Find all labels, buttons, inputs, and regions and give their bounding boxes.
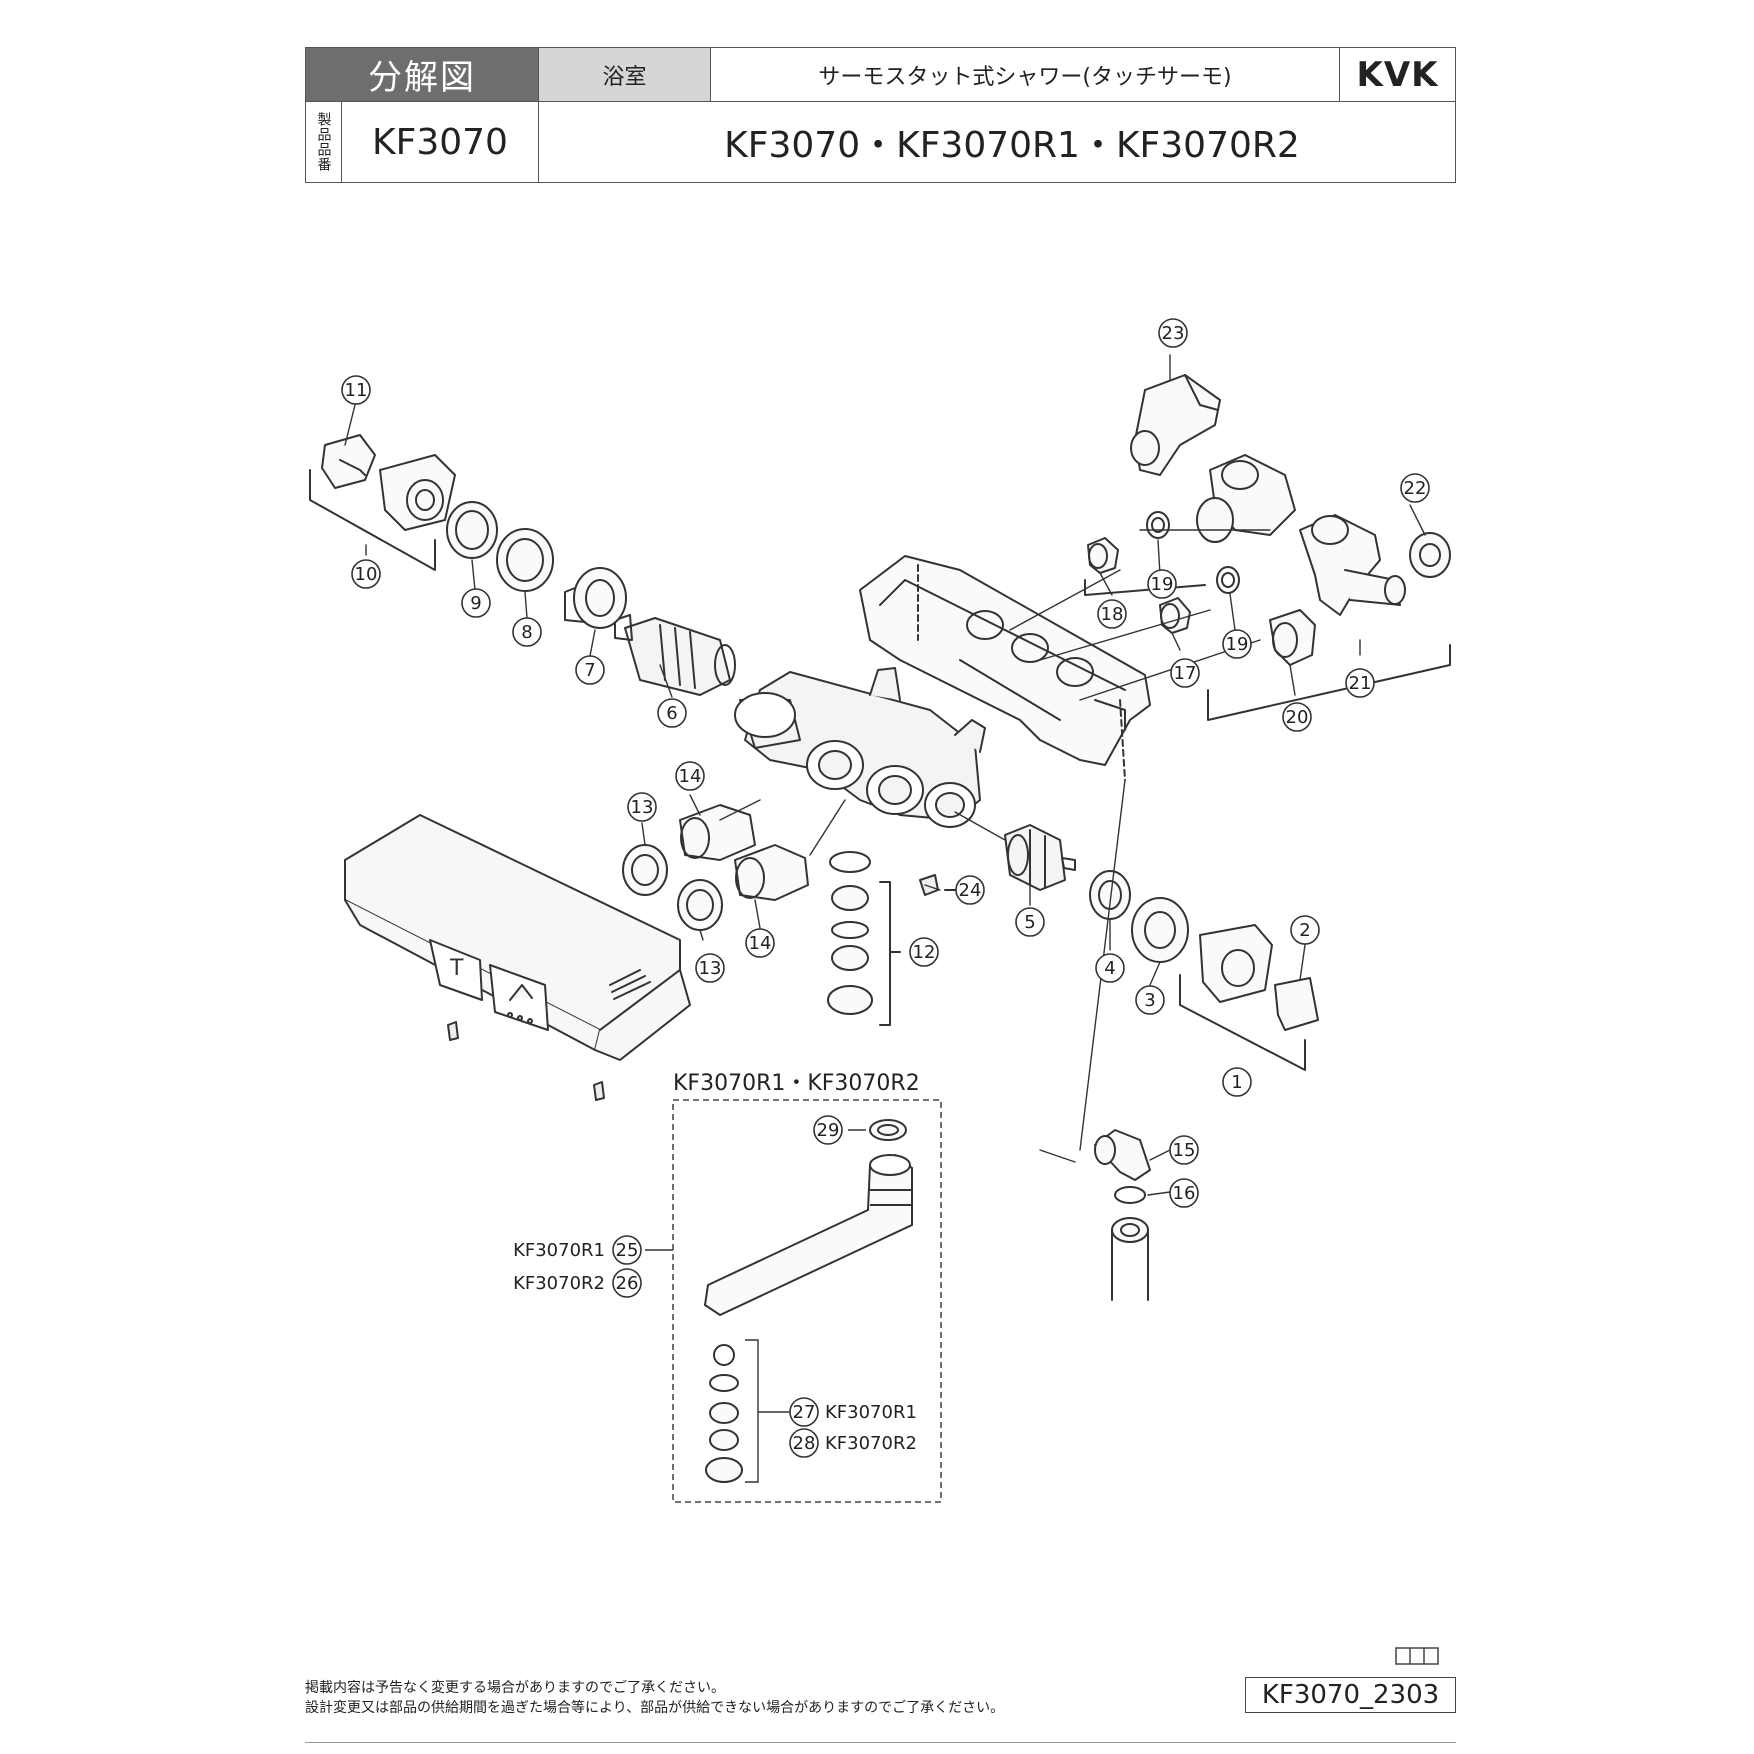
part-2-cap: [1274, 977, 1319, 1031]
footer-note-1: 掲載内容は予告なく変更する場合がありますのでご了承ください。: [305, 1680, 725, 1696]
callout-14a: 14: [679, 766, 702, 787]
callout-29: 29: [817, 1120, 840, 1141]
cartridge-5: [1004, 824, 1076, 891]
callout-4: 4: [1104, 958, 1115, 979]
part-10-handle: [379, 454, 456, 531]
part-13-upper: [622, 844, 668, 896]
product-code: KF3070: [342, 101, 538, 182]
callout-11: 11: [345, 380, 368, 401]
spout-model-r1: KF3070R1: [513, 1240, 605, 1261]
callout-13a: 13: [631, 797, 654, 818]
part-23-holder: [1130, 374, 1221, 476]
part-19-lower: [1216, 566, 1240, 594]
part-14-upper: [679, 804, 756, 861]
part-13-lower: [677, 879, 723, 931]
callout-7: 7: [584, 660, 595, 681]
category-label: 浴室: [538, 48, 711, 101]
callout-23: 23: [1162, 323, 1185, 344]
part-16: [1114, 1186, 1146, 1204]
callout-25: 25: [616, 1240, 639, 1261]
callout-2: 2: [1299, 920, 1310, 941]
callout-18: 18: [1101, 604, 1124, 625]
spout-model-r2: KF3070R2: [513, 1273, 605, 1294]
pipe: [1111, 1217, 1149, 1301]
footer-note-2: 設計変更又は部品の供給期間を過ぎた場合等により、部品が供給できない場合があります…: [305, 1700, 1005, 1716]
panel-screws: [447, 1021, 605, 1101]
part-14-lower: [734, 844, 809, 901]
document-mark-icon: [1395, 1647, 1439, 1665]
product-number-label: 製品品番: [306, 101, 342, 182]
part-20: [1269, 609, 1316, 666]
inset-box: KF3070R1・KF3070R2: [513, 1071, 942, 1503]
callout-28: 28: [793, 1433, 816, 1454]
part-22-washer: [1409, 532, 1451, 578]
document-id: KF3070_2303: [1245, 1677, 1456, 1713]
callout-10: 10: [355, 564, 378, 585]
part-4: [1089, 870, 1131, 920]
aerator-model-r2: KF3070R2: [825, 1433, 917, 1454]
model-list: KF3070・KF3070R1・KF3070R2: [538, 101, 1455, 182]
part-8: [496, 528, 554, 592]
callout-24: 24: [959, 880, 982, 901]
callout-26: 26: [616, 1273, 639, 1294]
part-15-elbow: [1094, 1129, 1151, 1181]
callout-22: 22: [1404, 478, 1427, 499]
part-11-cap: [321, 434, 376, 489]
part-3: [1131, 897, 1189, 963]
bottom-divider: [305, 1742, 1456, 1743]
callout-19a: 19: [1151, 574, 1174, 595]
callout-20: 20: [1286, 707, 1309, 728]
part-7: [564, 567, 627, 629]
part-19-upper: [1146, 511, 1170, 539]
callout-12: 12: [913, 942, 936, 963]
callout-16: 16: [1173, 1183, 1196, 1204]
callout-15: 15: [1173, 1140, 1196, 1161]
callout-14b: 14: [749, 933, 772, 954]
product-name: サーモスタット式シャワー(タッチサーモ): [818, 64, 1232, 90]
elbow-upper: [1196, 454, 1296, 543]
part-9: [446, 501, 498, 559]
diagram-title: 分解図: [306, 48, 538, 101]
control-panel: T: [344, 814, 691, 1061]
part-12-stack: [827, 851, 901, 1026]
part-18: [1087, 537, 1119, 574]
valve-body: [734, 667, 986, 828]
brand-logo: KVK: [1339, 48, 1455, 101]
elbow-lower: [1299, 514, 1406, 616]
svg-text:T: T: [449, 956, 464, 981]
footer-notes: 掲載内容は予告なく変更する場合がありますのでご了承ください。 設計変更又は部品の…: [305, 1678, 1004, 1718]
mounting-plate: [859, 555, 1151, 781]
callout-9: 9: [470, 593, 481, 614]
aerator-model-r1: KF3070R1: [825, 1402, 917, 1423]
callout-5: 5: [1024, 912, 1035, 933]
callout-17: 17: [1174, 663, 1197, 684]
callout-19b: 19: [1226, 634, 1249, 655]
part-17: [1159, 597, 1191, 634]
callout-27: 27: [793, 1402, 816, 1423]
callout-21: 21: [1349, 673, 1372, 694]
callout-3: 3: [1144, 990, 1155, 1011]
part-1-handle: [1199, 924, 1273, 1003]
callout-8: 8: [521, 622, 532, 643]
callout-13b: 13: [699, 958, 722, 979]
callout-1: 1: [1231, 1072, 1242, 1093]
header-table: 分解図 浴室 サーモスタット式シャワー(タッチサーモ) KVK 製品品番 KF3…: [305, 47, 1456, 183]
callout-6: 6: [666, 703, 677, 724]
cartridge-6: [614, 614, 736, 696]
inset-title: KF3070R1・KF3070R2: [673, 1071, 920, 1096]
